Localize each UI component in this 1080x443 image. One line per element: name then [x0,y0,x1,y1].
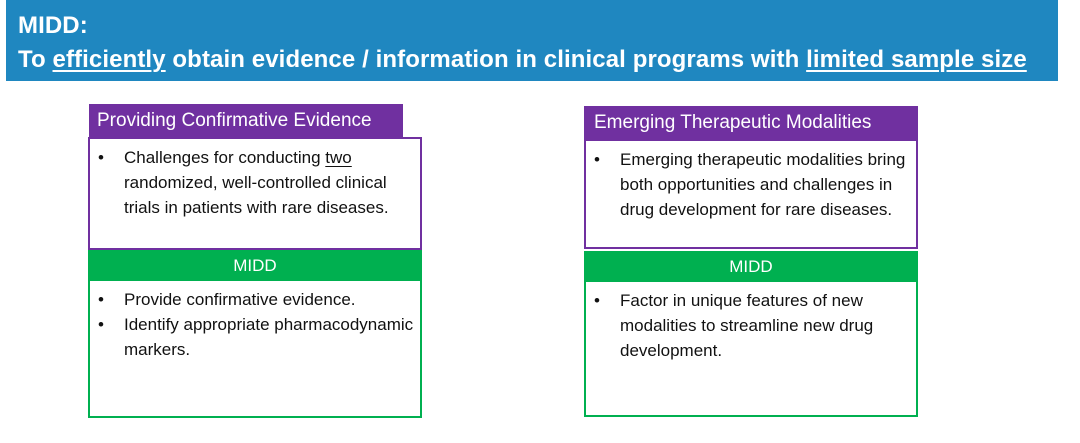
header-line-1: MIDD: [18,12,88,39]
header-line-2-pre: To [18,46,53,73]
left-midd-item: Identify appropriate pharmacodynamic mar… [98,312,414,362]
left-midd-box: Provide confirmative evidence. Identify … [88,281,422,418]
right-midd-box: Factor in unique features of new modalit… [584,282,918,417]
header-underlined-efficiently: efficiently [52,46,166,73]
left-challenge-list: Challenges for conducting two randomized… [90,139,420,220]
left-challenge-post: randomized, well-controlled clinical tri… [124,173,389,217]
header-line-2: To efficiently obtain evidence / informa… [18,43,1058,77]
left-column: Providing Confirmative Evidence Challeng… [88,104,422,418]
left-midd-label: MIDD [88,250,422,281]
right-column: Emerging Therapeutic Modalities Emerging… [584,106,918,417]
right-challenge-list: Emerging therapeutic modalities bring bo… [586,141,916,222]
right-midd-label: MIDD [584,251,918,282]
right-midd-item: Factor in unique features of new modalit… [594,288,910,363]
header-line-2-mid: obtain evidence / information in clinica… [165,46,807,73]
left-title: Providing Confirmative Evidence [89,104,403,138]
right-challenge-item: Emerging therapeutic modalities bring bo… [594,147,910,222]
left-challenge-item: Challenges for conducting two randomized… [98,145,414,220]
header-banner: MIDD: To efficiently obtain evidence / i… [6,0,1058,81]
header-underlined-sample-size: limited sample size [806,46,1027,73]
right-title: Emerging Therapeutic Modalities [584,106,918,140]
left-challenge-underlined: two [325,148,352,167]
right-challenge-box: Emerging therapeutic modalities bring bo… [584,139,918,249]
left-midd-list: Provide confirmative evidence. Identify … [90,281,420,362]
left-challenge-box: Challenges for conducting two randomized… [88,137,422,250]
left-challenge-pre: Challenges for conducting [124,148,326,167]
right-midd-list: Factor in unique features of new modalit… [586,282,916,363]
left-midd-item: Provide confirmative evidence. [98,287,414,312]
